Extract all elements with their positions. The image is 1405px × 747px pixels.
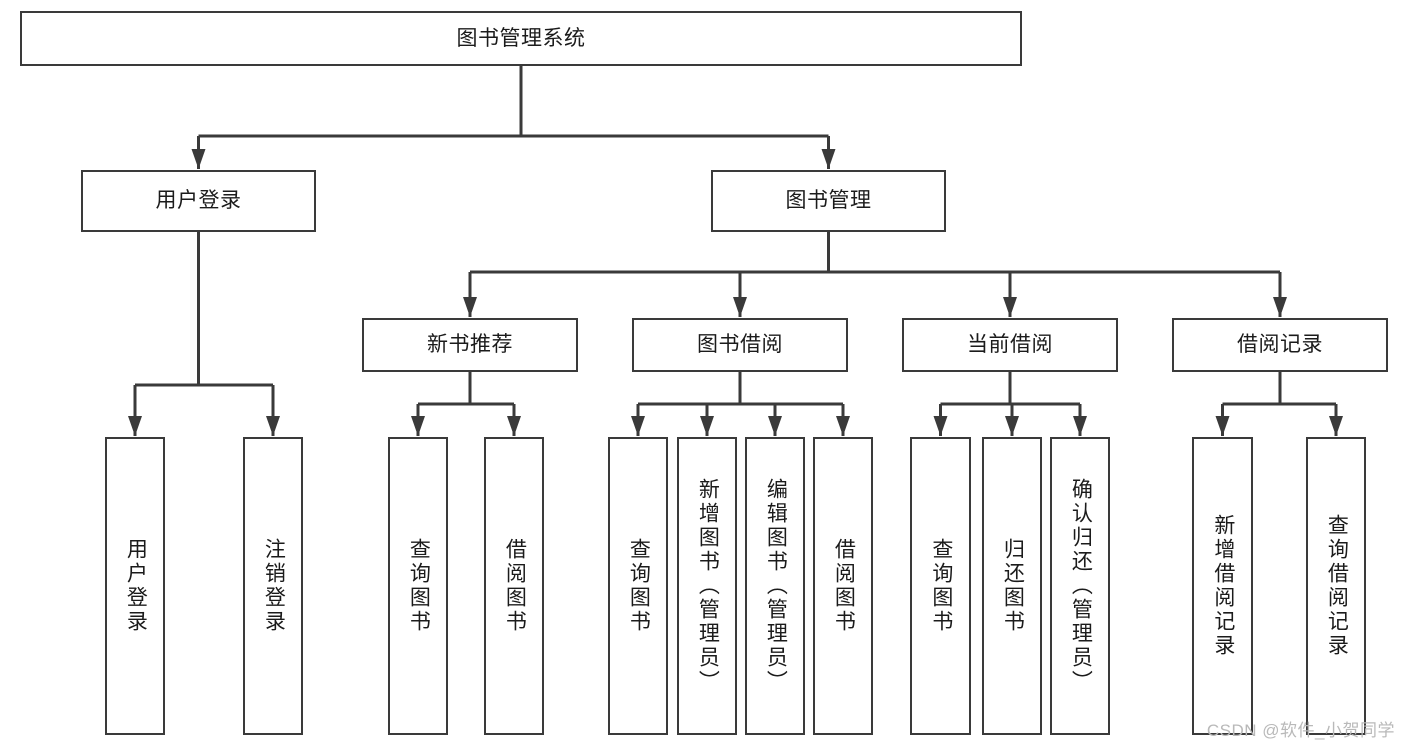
node-label: 图书管理系统 (456, 26, 586, 50)
node-leaf-edit-book: 编辑图书（管理员） (745, 437, 805, 735)
node-leaf-borrow-book-2: 借阅图书 (813, 437, 873, 735)
node-label: 注销登录 (262, 538, 286, 634)
node-current-borrow: 当前借阅 (902, 318, 1118, 372)
node-new-book-recommend: 新书推荐 (362, 318, 578, 372)
node-label: 当前借阅 (967, 333, 1053, 357)
node-leaf-query-book-1: 查询图书 (388, 437, 448, 735)
node-leaf-confirm-return: 确认归还（管理员） (1050, 437, 1110, 735)
node-leaf-borrow-book-1: 借阅图书 (484, 437, 544, 735)
node-user-login: 用户登录 (81, 170, 316, 232)
node-label: 确认归还（管理员） (1069, 478, 1093, 694)
node-root-system: 图书管理系统 (20, 11, 1022, 66)
node-label: 新增图书（管理员） (696, 478, 720, 694)
node-label: 借阅图书 (832, 538, 856, 634)
node-leaf-return-book: 归还图书 (982, 437, 1042, 735)
node-label: 新书推荐 (427, 333, 513, 357)
node-book-manage: 图书管理 (711, 170, 946, 232)
node-label: 查询图书 (929, 538, 953, 634)
node-label: 图书借阅 (697, 333, 783, 357)
node-label: 归还图书 (1001, 538, 1025, 634)
node-label: 用户登录 (155, 189, 242, 213)
node-label: 借阅记录 (1237, 333, 1323, 357)
node-label: 编辑图书（管理员） (764, 478, 788, 694)
node-book-borrow: 图书借阅 (632, 318, 848, 372)
node-leaf-user-login: 用户登录 (105, 437, 165, 735)
node-leaf-add-book: 新增图书（管理员） (677, 437, 737, 735)
node-leaf-user-logout: 注销登录 (243, 437, 303, 735)
node-leaf-query-record: 查询借阅记录 (1306, 437, 1366, 735)
node-label: 查询借阅记录 (1325, 514, 1349, 658)
node-label: 新增借阅记录 (1211, 514, 1235, 658)
node-label: 借阅图书 (503, 538, 527, 634)
node-label: 用户登录 (124, 538, 148, 634)
node-label: 查询图书 (407, 538, 431, 634)
node-borrow-record: 借阅记录 (1172, 318, 1388, 372)
node-leaf-query-book-3: 查询图书 (910, 437, 971, 735)
node-label: 图书管理 (785, 189, 872, 213)
node-label: 查询图书 (627, 538, 651, 634)
node-leaf-query-book-2: 查询图书 (608, 437, 668, 735)
watermark-label: CSDN @软件_小贺同学 (1206, 721, 1395, 740)
node-leaf-add-record: 新增借阅记录 (1192, 437, 1253, 735)
